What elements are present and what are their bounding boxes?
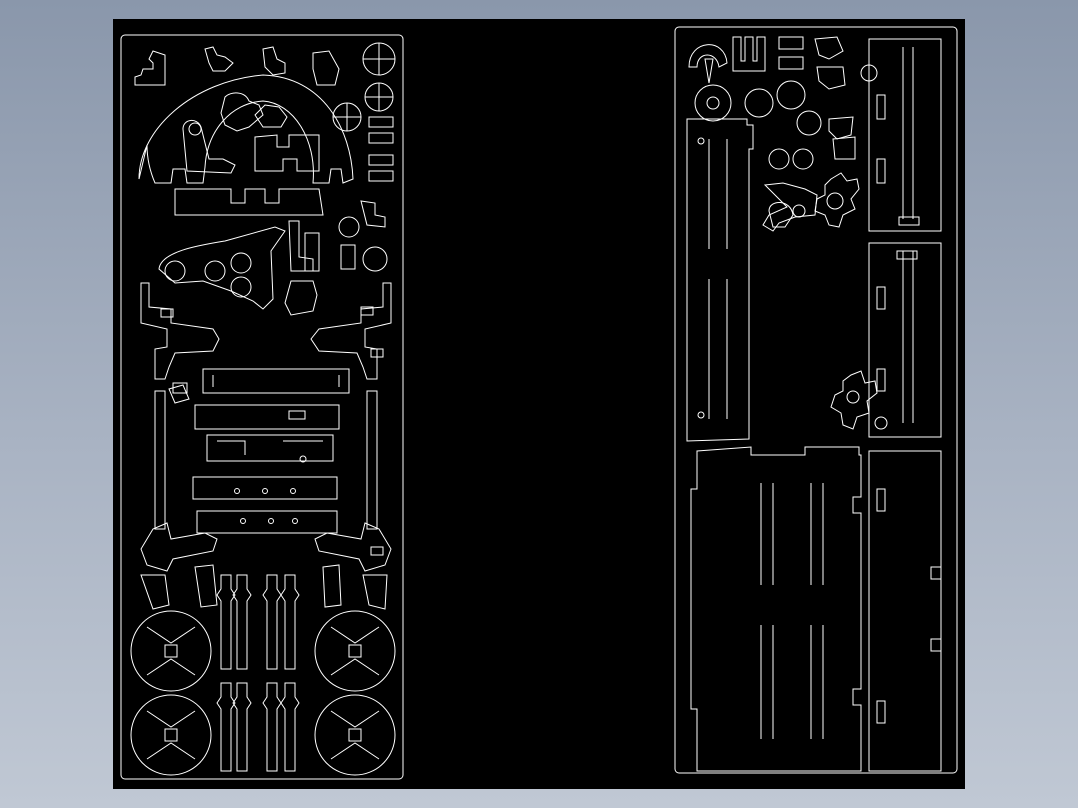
laser-cut-parts-drawing [120, 26, 958, 780]
bottom-box-right [868, 450, 942, 772]
bottom-box-left [690, 446, 862, 772]
hook-parts-top [134, 46, 340, 86]
triangle-link [158, 226, 286, 310]
bowtie-brackets [368, 116, 394, 182]
bent-links-middle [284, 200, 388, 316]
gear-crank [762, 172, 860, 232]
bottom-feet [140, 564, 388, 610]
wheel [314, 610, 396, 692]
wheel [130, 694, 212, 776]
right-middle-panel [830, 242, 942, 438]
wheel [314, 694, 396, 776]
wheels [130, 610, 396, 776]
side-rail-left [140, 282, 220, 572]
crenellated-block [254, 134, 320, 172]
arch-frame [138, 74, 354, 184]
vertical-chain-links [216, 574, 300, 772]
wheel [130, 610, 212, 692]
side-rail-right [310, 282, 392, 572]
left-sheet-border [120, 34, 404, 780]
slotted-bar [174, 188, 324, 216]
top-small-parts [688, 36, 846, 90]
crank-arm-hole [188, 122, 202, 136]
right-upper-panel [860, 38, 942, 232]
left-sheet [120, 34, 404, 780]
frame-stack [172, 368, 350, 534]
crank-arm [182, 120, 236, 174]
long-panel-left [686, 118, 754, 442]
pulley-cluster [694, 80, 856, 170]
right-sheet-border [674, 26, 958, 774]
rosette-gears-top-right [332, 42, 396, 132]
right-sheet [674, 26, 958, 774]
cad-model-viewport[interactable] [113, 19, 965, 789]
